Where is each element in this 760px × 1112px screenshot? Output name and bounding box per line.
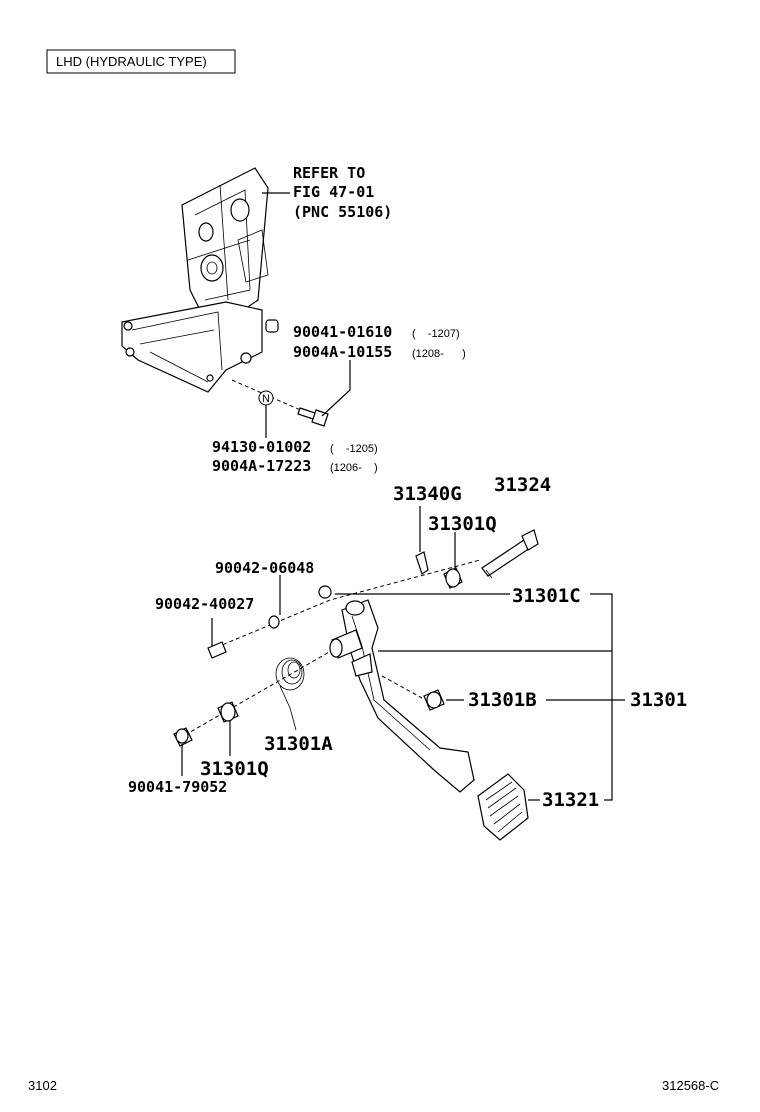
pedal-pad-31321: [477, 773, 529, 841]
stopper-axis-line: [381, 675, 423, 699]
refer-line3: (PNC 55106): [293, 203, 392, 221]
spring-axis-line: [184, 639, 351, 736]
bushing-31301Q-top: [443, 567, 463, 589]
pedal-axis-line: [209, 559, 481, 651]
refer-line1: REFER TO: [293, 164, 365, 182]
clip-31340G: [415, 551, 429, 575]
part-90041-01610: 90041-01610: [293, 323, 392, 341]
part-31340G: 31340G: [393, 483, 462, 505]
nut-90041-79052: [173, 727, 193, 747]
spring-31301A: [275, 657, 305, 731]
n-marker-label: N: [262, 393, 270, 405]
part-31301C: 31301C: [512, 585, 581, 607]
part-9004A-10155: 9004A-10155: [293, 343, 392, 361]
footer-right-code: 312568-C: [662, 1078, 719, 1093]
part-31321: 31321: [542, 789, 599, 811]
variant-header: LHD (HYDRAULIC TYPE): [46, 49, 236, 74]
pedal-arm-31301: [329, 599, 475, 793]
part-31324: 31324: [494, 474, 551, 496]
range-94130-01002: ( -1205): [330, 443, 378, 455]
part-31301: 31301: [630, 689, 687, 711]
bolt-90042-40027: [207, 615, 280, 659]
n-marker: N: [258, 390, 274, 406]
bushing-31301Q-bottom: [217, 701, 239, 723]
part-31301Q-top: 31301Q: [428, 513, 497, 535]
part-90042-40027: 90042-40027: [155, 595, 254, 613]
refer-line2: FIG 47-01: [293, 183, 374, 201]
part-31301B: 31301B: [468, 689, 537, 711]
range-90041-01610: ( -1207): [412, 328, 460, 340]
stopper-31301B: [423, 689, 445, 711]
bolt-leader: [321, 360, 351, 417]
part-31301Q-bottom: 31301Q: [200, 758, 269, 780]
part-31301A: 31301A: [264, 733, 333, 755]
part-94130-01002: 94130-01002: [212, 438, 311, 456]
group-bracket: [590, 593, 613, 801]
footer-left-code: 3102: [28, 1078, 57, 1093]
part-90041-79052: 90041-79052: [128, 778, 227, 796]
pin-31324: [481, 529, 539, 579]
range-9004A-10155: (1208- ): [412, 348, 466, 360]
upper-bolt: [297, 407, 329, 427]
variant-label: LHD (HYDRAULIC TYPE): [56, 54, 207, 69]
part-9004A-17223: 9004A-17223: [212, 457, 311, 475]
bolt-axis-line: [231, 379, 306, 413]
refer-note: REFER TO FIG 47-01 (PNC 55106): [293, 164, 392, 221]
range-9004A-17223: (1206- ): [330, 462, 378, 474]
part-90042-06048: 90042-06048: [215, 559, 314, 577]
pedal-bracket-drawing: [121, 167, 279, 393]
nut-90042-06048: [318, 585, 332, 599]
